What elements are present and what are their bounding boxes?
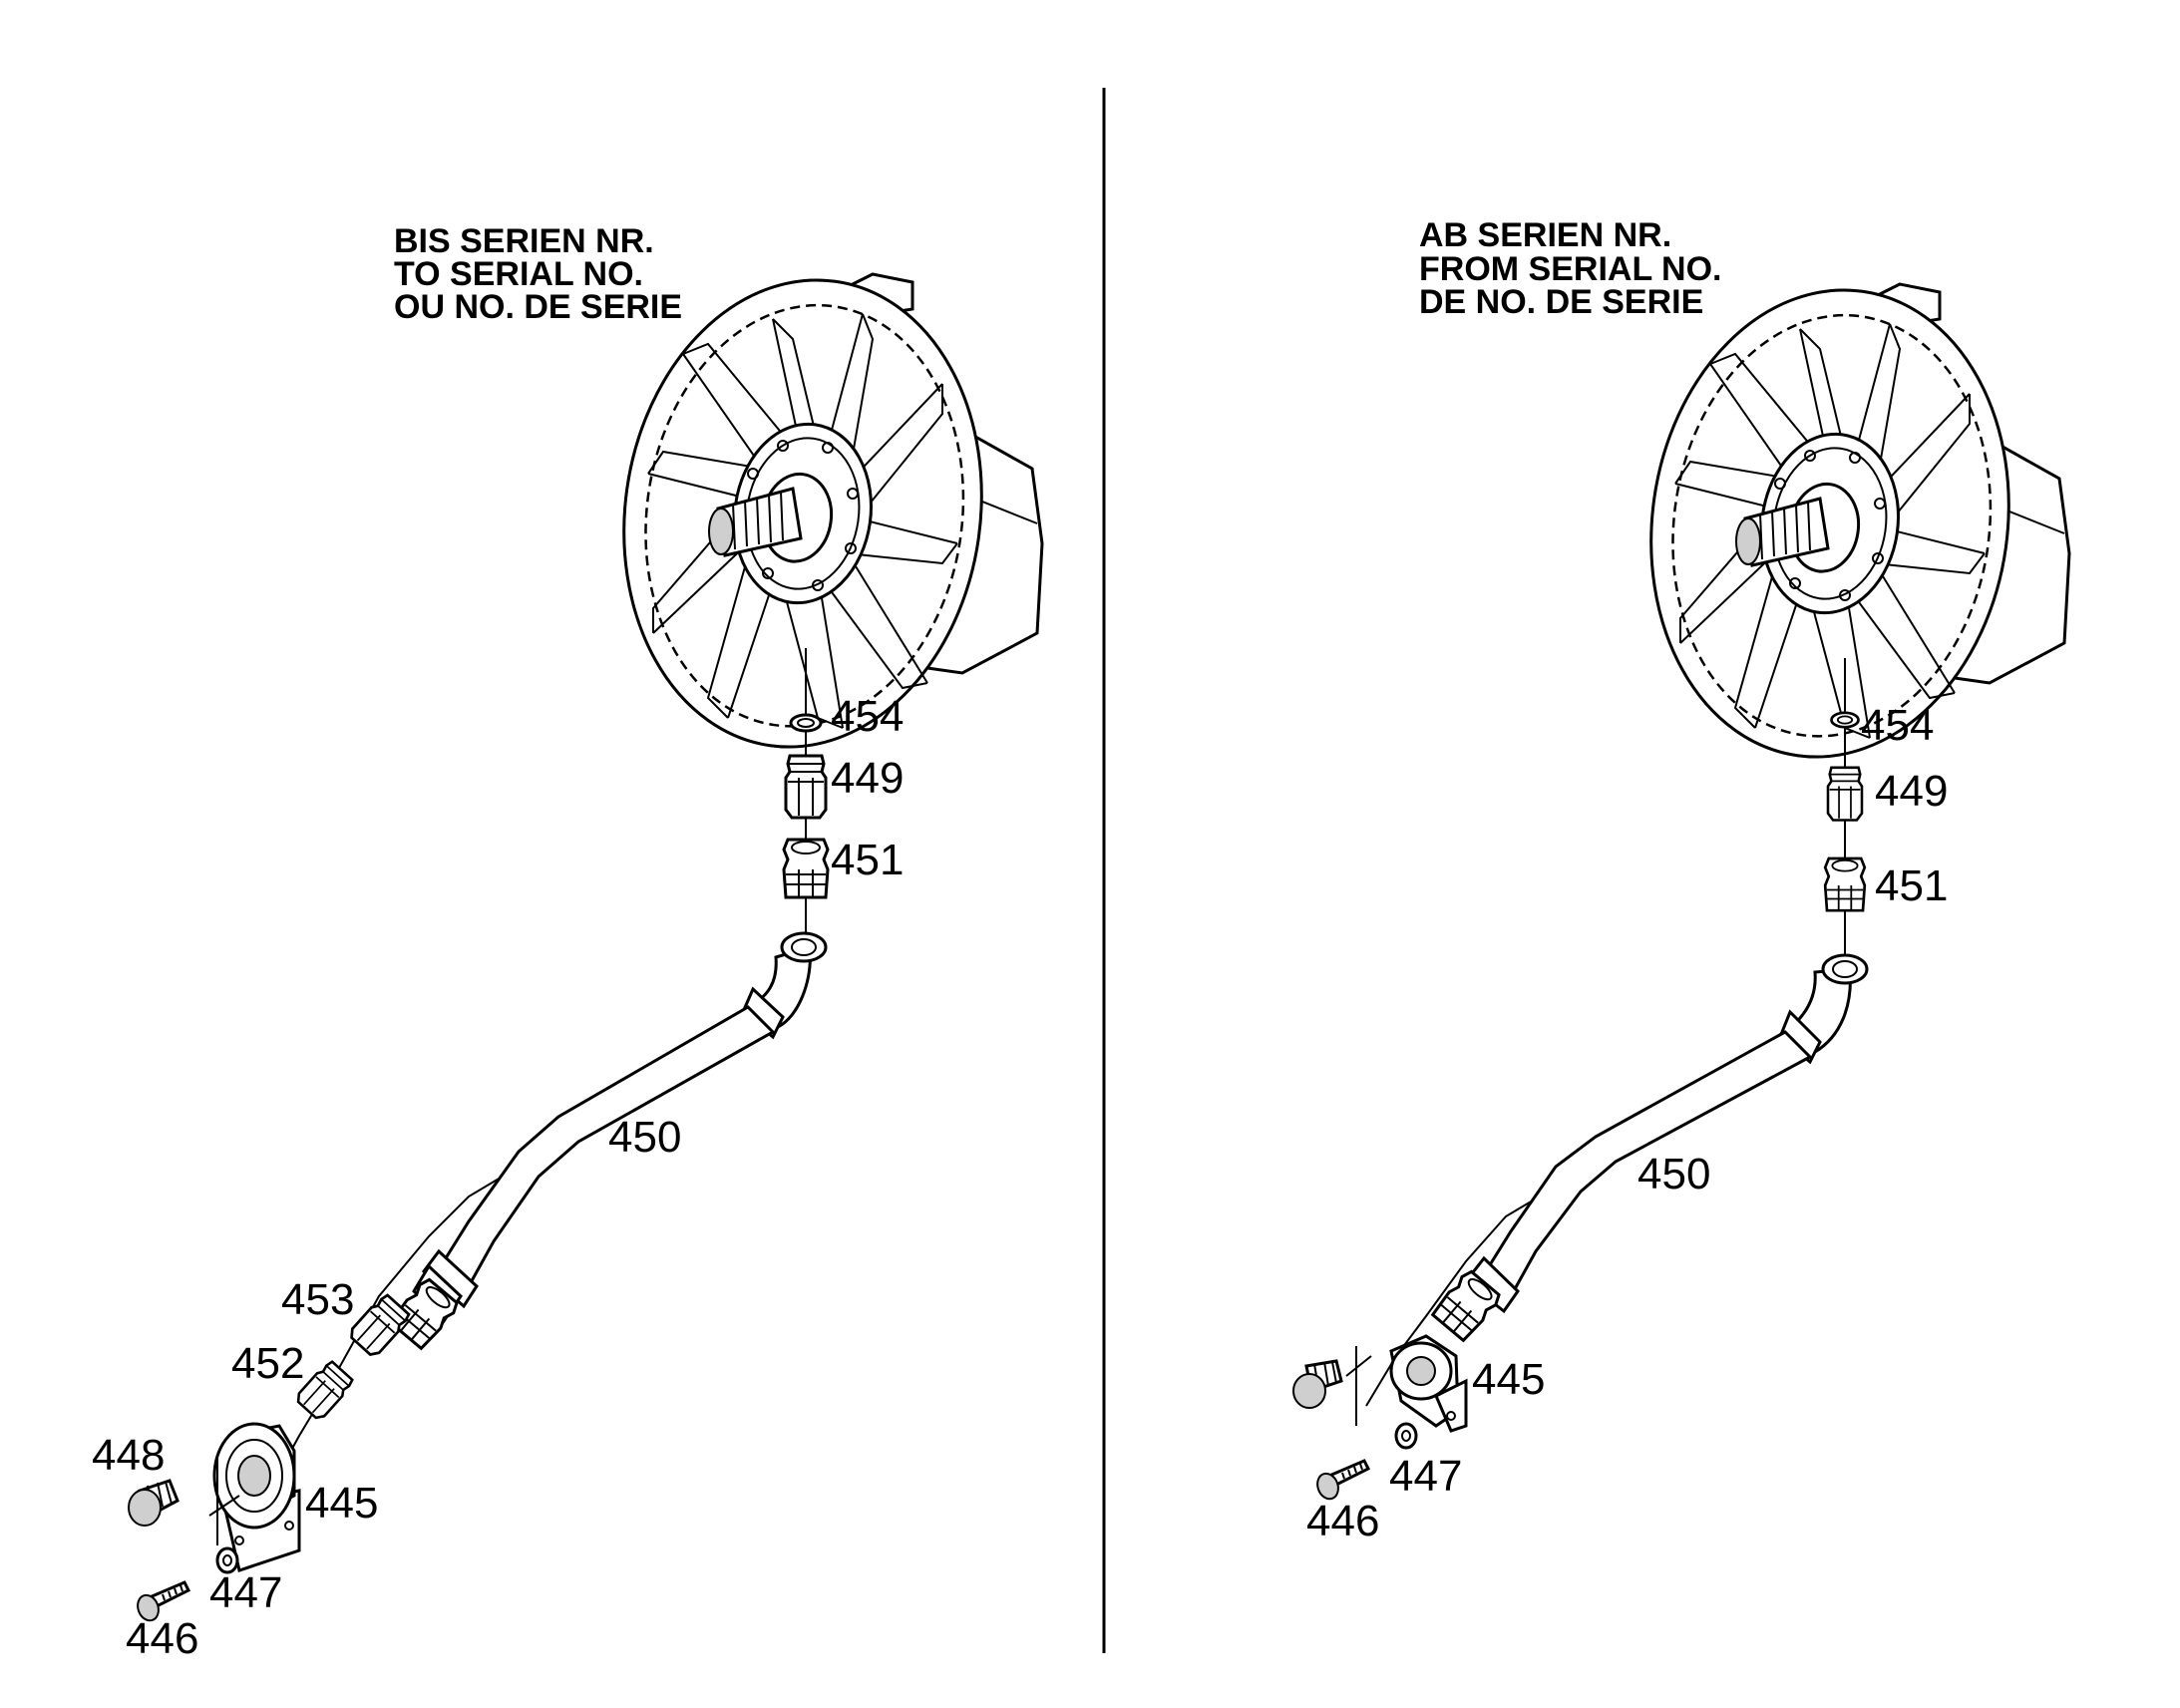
right-callout-454: 454 [1861,701,1934,750]
right-fitting-449 [1826,766,1864,822]
left-callout-452: 452 [231,1339,304,1388]
left-heading-line-2: TO SERIAL NO. [394,255,643,293]
left-oring-454 [789,713,823,733]
left-hose-450 [412,931,828,1324]
right-callout-451: 451 [1875,861,1948,910]
left-panel: BIS SERIEN NR. TO SERIAL NO. OU NO. DE S… [92,222,1044,1663]
right-heading-line-1: AB SERIEN NR. [1419,216,1671,254]
left-callout-446: 446 [126,1614,198,1663]
right-block-445 [1345,1334,1468,1433]
right-adapter-451 [1823,856,1867,912]
left-callout-449: 449 [831,754,904,803]
left-heading-line-1: BIS SERIEN NR. [394,222,654,260]
right-hose-450 [1463,953,1869,1314]
left-callout-450: 450 [608,1113,681,1162]
left-heading-line-3: OU NO. DE SERIE [394,288,682,326]
left-plug-448 [128,1479,180,1527]
right-panel: AB SERIEN NR. FROM SERIAL NO. DE NO. DE … [1292,216,2071,1545]
right-oring-454 [1830,711,1860,729]
right-callout-450: 450 [1637,1150,1710,1198]
left-callout-448: 448 [92,1431,165,1480]
left-callout-454: 454 [831,692,904,741]
left-fitting-449 [784,754,828,820]
left-callout-451: 451 [831,836,904,884]
right-heading-line-3: DE NO. DE SERIE [1419,283,1703,321]
right-washer-447 [1394,1422,1418,1450]
right-assembly-axis [1365,658,1846,1407]
right-callout-445: 445 [1472,1355,1545,1404]
left-assembly-axis [228,648,807,1556]
right-bolt-446 [1312,1459,1370,1504]
left-callout-445: 445 [305,1479,378,1528]
left-block-445 [208,1422,301,1572]
right-heading-line-2: FROM SERIAL NO. [1419,250,1722,288]
right-plug [1292,1359,1343,1409]
right-callout-446: 446 [1306,1497,1379,1545]
right-callout-449: 449 [1875,767,1948,816]
left-adapter-451 [782,838,830,899]
left-gearbox-housing [592,255,1044,772]
left-callout-453: 453 [281,1275,354,1324]
left-callout-447: 447 [209,1568,282,1617]
right-callout-447: 447 [1389,1452,1462,1501]
